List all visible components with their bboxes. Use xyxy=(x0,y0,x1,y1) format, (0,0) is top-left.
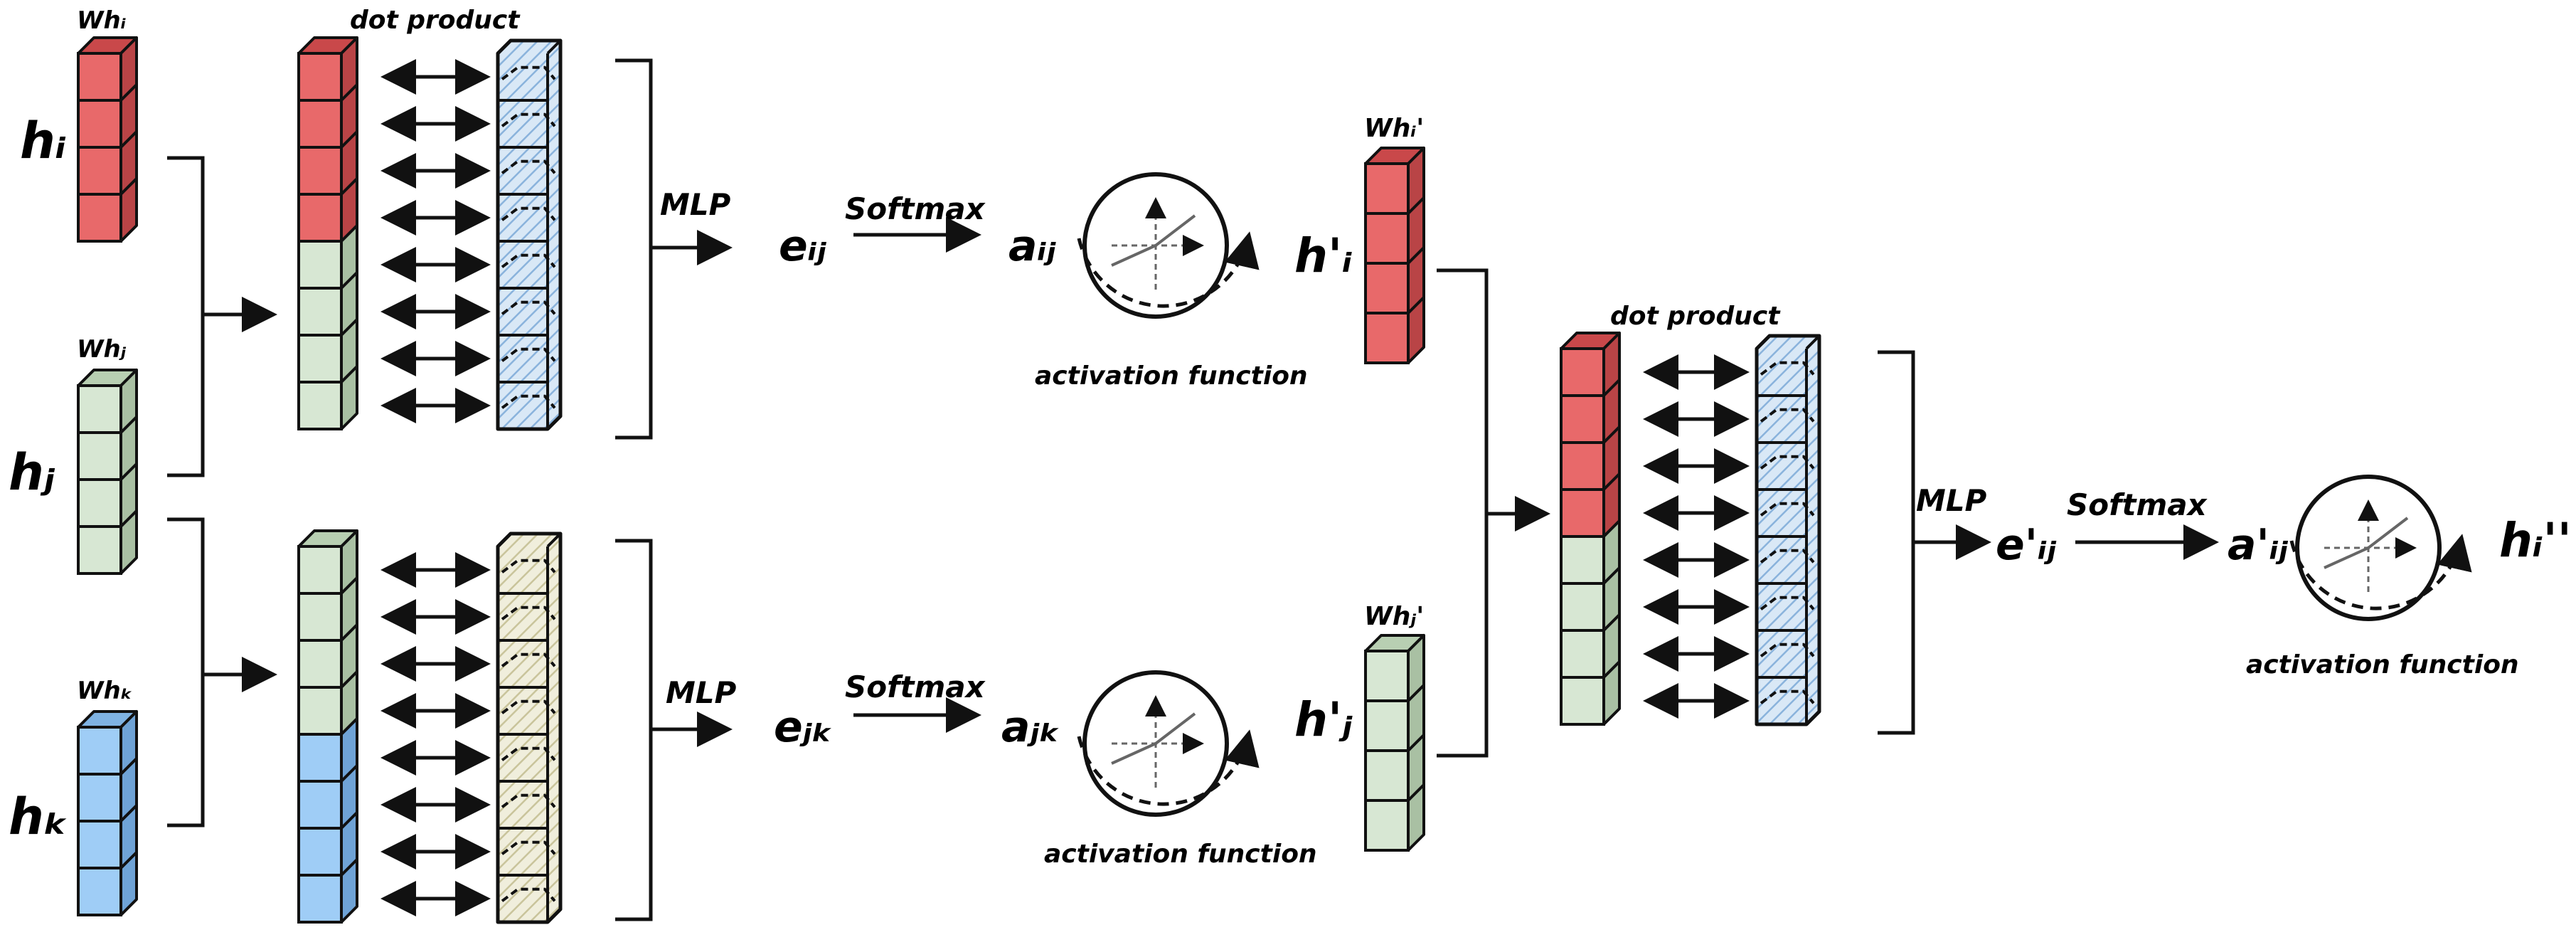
a-ij-prime-label: a'ᵢⱼ xyxy=(2228,520,2289,570)
mlp-bracket-3 xyxy=(1878,350,1915,735)
a-jk-label: aⱼₖ xyxy=(1001,702,1060,752)
wh-j-prime-label: Whⱼ' xyxy=(1364,602,1424,631)
a-ij-label: aᵢⱼ xyxy=(1008,221,1057,271)
mlp-label-1: MLP xyxy=(660,187,731,222)
concat-jk-vector xyxy=(297,529,358,924)
dot-product-label-1: dot product xyxy=(350,6,521,35)
wh-j-prime-vector xyxy=(1364,634,1425,852)
h-j-prime-label: h'ⱼ xyxy=(1294,692,1353,747)
h-i-prime-label: h'ᵢ xyxy=(1294,228,1353,283)
mlp-label-2: MLP xyxy=(666,675,737,710)
h-i-double-prime-label: hᵢ'' xyxy=(2499,513,2572,568)
softmax-label-1: Softmax xyxy=(845,191,986,226)
e-jk-label: eⱼₖ xyxy=(774,702,833,752)
activation-function-label-2: activation function xyxy=(1044,840,1317,869)
e-ij-prime-label: e'ᵢⱼ xyxy=(1996,520,2057,570)
mlp-brackets xyxy=(615,58,1915,921)
connector-lines xyxy=(167,59,2219,916)
activation-function-label-1: activation function xyxy=(1035,361,1308,391)
wh-k-vector xyxy=(77,710,138,916)
h-k-label: hₖ xyxy=(9,788,68,846)
concat-ij-vector xyxy=(297,36,358,430)
activation-icons xyxy=(1077,172,2472,817)
mlp-bracket-2 xyxy=(615,539,653,921)
attention-vector-jk xyxy=(496,531,563,924)
merge-wire-prime xyxy=(1437,268,1489,758)
activation-function-icon-1 xyxy=(1077,172,1260,319)
merge-wire-jk xyxy=(167,517,205,827)
wh-i-label: Whᵢ xyxy=(77,6,126,35)
activation-function-icon-3 xyxy=(2289,475,2472,621)
softmax-label-2: Softmax xyxy=(845,670,986,704)
mlp-bracket-1 xyxy=(615,58,653,440)
vector-columns xyxy=(77,36,1821,924)
wh-i-prime-label: Whᵢ' xyxy=(1364,114,1424,143)
wh-j-vector xyxy=(77,369,138,575)
activation-function-label-3: activation function xyxy=(2246,650,2519,679)
dot-product-label-2: dot product xyxy=(1610,302,1781,331)
softmax-label-3: Softmax xyxy=(2067,487,2208,522)
wh-i-prime-vector xyxy=(1364,147,1425,364)
activation-function-icon-2 xyxy=(1077,670,1260,817)
merge-wire-ij xyxy=(167,156,205,477)
attention-vector-ij-prime xyxy=(1755,334,1821,726)
h-j-label: hⱼ xyxy=(9,443,55,502)
wh-k-label: Whₖ xyxy=(77,677,132,705)
h-i-label: hᵢ xyxy=(20,112,66,170)
concat-ij-prime-vector xyxy=(1560,332,1621,726)
e-ij-label: eᵢⱼ xyxy=(779,221,827,271)
wh-j-label: Whⱼ xyxy=(77,335,127,364)
mlp-label-3: MLP xyxy=(1916,483,1987,518)
wh-i-vector xyxy=(77,36,138,243)
attention-vector-ij xyxy=(496,38,563,431)
